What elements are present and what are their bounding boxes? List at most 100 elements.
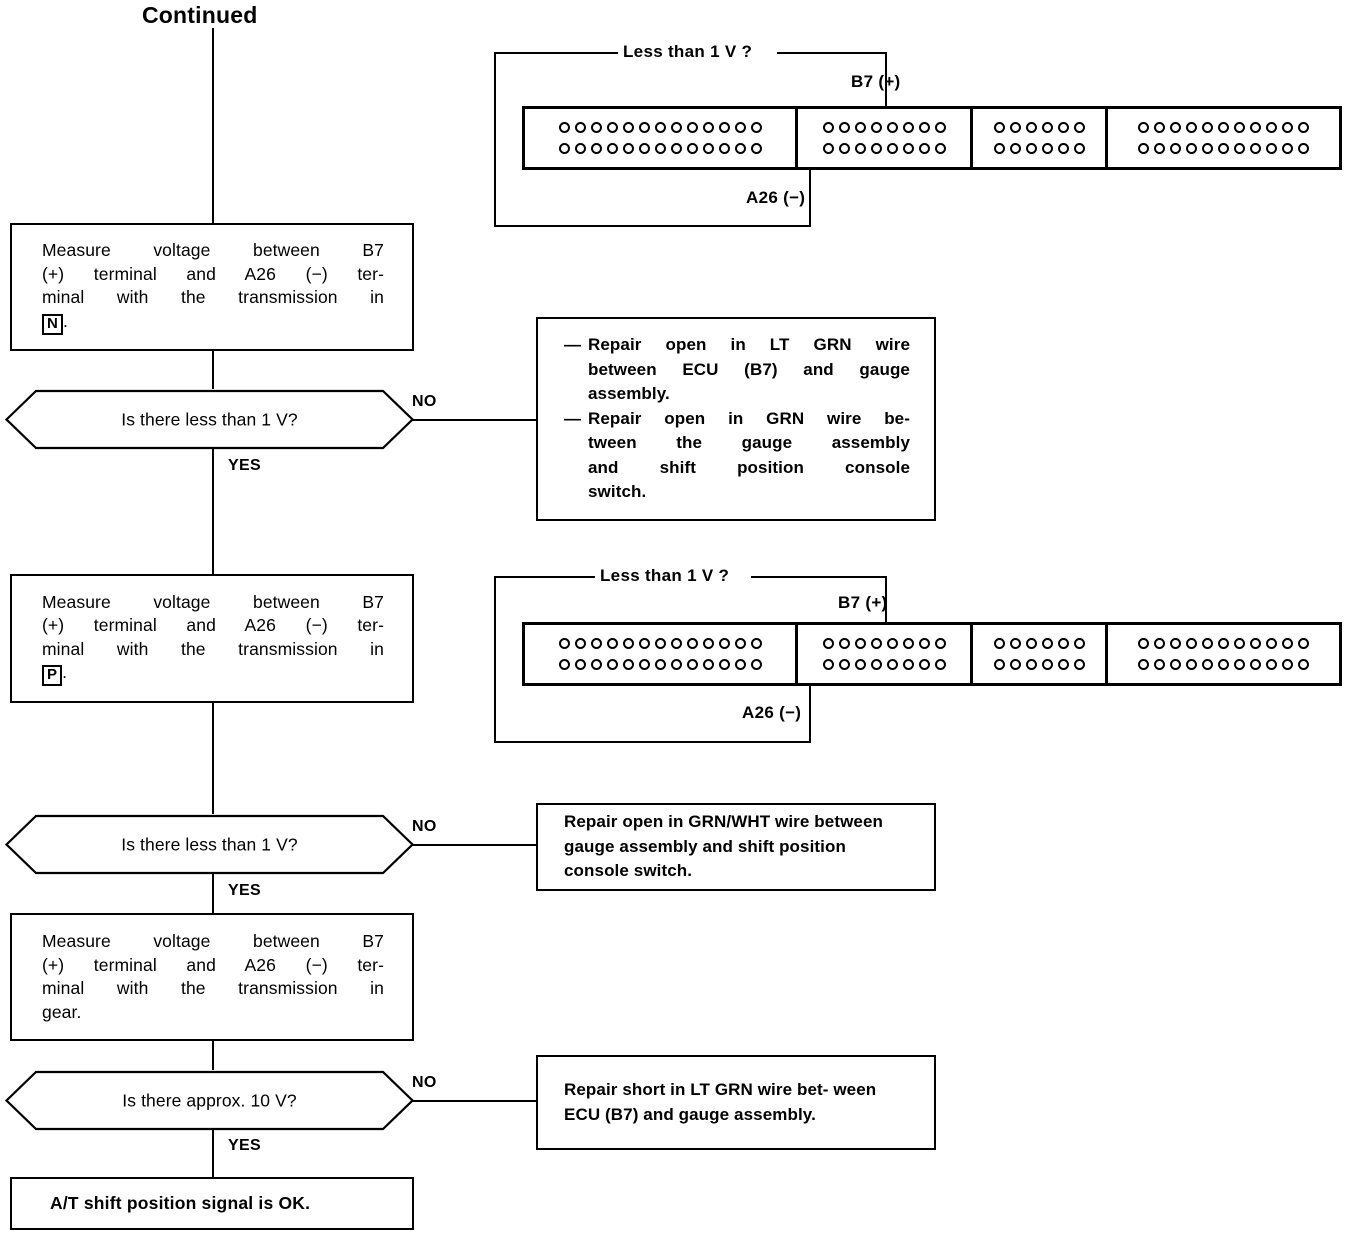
connector-segment-3 bbox=[973, 625, 1109, 683]
pin-row-bottom bbox=[980, 654, 1098, 675]
pin bbox=[670, 143, 682, 154]
pin bbox=[558, 638, 570, 649]
pin bbox=[1025, 122, 1037, 133]
pin bbox=[822, 122, 834, 133]
repair1-item2-dash: — bbox=[564, 408, 582, 428]
pin-row-bottom bbox=[805, 654, 963, 675]
repair1-item1-line1: Repair open in LT GRN wire bbox=[588, 335, 910, 355]
pin bbox=[1041, 659, 1053, 670]
result-box-ok: A/T shift position signal is OK. bbox=[10, 1177, 414, 1230]
pin bbox=[654, 659, 666, 670]
measure-gear-line2: (+) terminal and A26 (−) ter- bbox=[42, 954, 384, 975]
pin bbox=[1057, 143, 1069, 154]
pin bbox=[934, 143, 946, 154]
pin bbox=[1041, 638, 1053, 649]
pin bbox=[702, 638, 714, 649]
connector-line-d3-no bbox=[412, 1100, 538, 1102]
decision3-no-label: NO bbox=[412, 1074, 437, 1091]
connector1-block bbox=[522, 106, 1342, 170]
connector-segment-4 bbox=[1108, 109, 1339, 167]
repair-box-3: Repair short in LT GRN wire bet- ween EC… bbox=[536, 1055, 936, 1150]
pin bbox=[1138, 143, 1150, 154]
decision2-no-label: NO bbox=[412, 818, 437, 835]
pin bbox=[638, 659, 650, 670]
pin bbox=[902, 143, 914, 154]
pin bbox=[993, 122, 1005, 133]
connector-line-trunk-top bbox=[212, 28, 214, 223]
repair1-item1-line3: assembly. bbox=[588, 384, 670, 404]
repair3-line1: Repair short in LT GRN wire bet- bbox=[564, 1080, 829, 1099]
connector-line-d3-yes bbox=[212, 1130, 214, 1178]
connector1-plus-label: B7 (+) bbox=[851, 72, 901, 91]
repair1-item2-body: Repair open in GRN wire be- tween the ga… bbox=[588, 407, 910, 505]
bracket2-top-right-horizontal bbox=[751, 576, 887, 578]
pin bbox=[734, 638, 746, 649]
pin bbox=[638, 638, 650, 649]
pin bbox=[1073, 143, 1085, 154]
bracket1-plus-drop bbox=[885, 52, 887, 110]
repair-box-2-text: Repair open in GRN/WHT wire between gaug… bbox=[538, 810, 934, 884]
pin-row-bottom bbox=[1115, 654, 1332, 675]
pin bbox=[1202, 143, 1214, 154]
pin bbox=[1298, 143, 1310, 154]
pin bbox=[1009, 122, 1021, 133]
pin bbox=[993, 638, 1005, 649]
pin-row-bottom bbox=[532, 138, 788, 159]
pin bbox=[734, 659, 746, 670]
pin bbox=[670, 659, 682, 670]
repair1-item2-line3: and shift position console bbox=[588, 457, 910, 477]
measure-n-line4: N. bbox=[42, 310, 384, 335]
pin-row-top bbox=[805, 633, 963, 654]
measure-p-line4: P. bbox=[42, 661, 384, 687]
pin bbox=[1298, 122, 1310, 133]
pin bbox=[622, 143, 634, 154]
pin bbox=[1025, 638, 1037, 649]
pin bbox=[1218, 122, 1230, 133]
pin bbox=[918, 143, 930, 154]
process-box-measure-p: Measure voltage between B7 (+) terminal … bbox=[10, 574, 414, 703]
pin bbox=[1041, 143, 1053, 154]
pin bbox=[1009, 659, 1021, 670]
pin-a26-minus bbox=[750, 659, 762, 670]
pin bbox=[902, 638, 914, 649]
pin bbox=[1266, 143, 1278, 154]
decision1-question: Is there less than 1 V? bbox=[121, 409, 298, 429]
pin bbox=[1218, 659, 1230, 670]
repair1-item2-line1: Repair open in GRN wire be- bbox=[588, 408, 910, 428]
pin bbox=[1186, 638, 1198, 649]
connector1-minus-label: A26 (−) bbox=[746, 188, 806, 207]
pin bbox=[574, 659, 586, 670]
pin bbox=[686, 143, 698, 154]
repair2-line1: Repair open in GRN/WHT wire bbox=[564, 812, 810, 832]
connector-line-box1-to-d1 bbox=[212, 351, 214, 390]
connector-segment-3 bbox=[973, 109, 1109, 167]
pin bbox=[1250, 659, 1262, 670]
pin bbox=[1138, 122, 1150, 133]
pin bbox=[686, 638, 698, 649]
pin bbox=[574, 638, 586, 649]
pin bbox=[1154, 659, 1166, 670]
process-box-measure-gear-text: Measure voltage between B7 (+) terminal … bbox=[12, 930, 412, 1024]
measure-n-line2: (+) terminal and A26 (−) ter- bbox=[42, 263, 384, 284]
repair1-item2-line4: switch. bbox=[588, 482, 647, 502]
pin bbox=[654, 638, 666, 649]
pin bbox=[1009, 143, 1021, 154]
pin bbox=[622, 122, 634, 133]
repair3-line3: assembly. bbox=[734, 1104, 816, 1124]
bracket1-top-left-horizontal bbox=[494, 52, 629, 54]
pin bbox=[1154, 143, 1166, 154]
pin bbox=[1202, 122, 1214, 133]
repair1-item1-body: Repair open in LT GRN wire between ECU (… bbox=[588, 333, 910, 407]
pin-b7-plus bbox=[870, 638, 882, 649]
bracket1-top-right-horizontal bbox=[777, 52, 887, 54]
pin bbox=[1298, 659, 1310, 670]
pin bbox=[870, 659, 882, 670]
pin bbox=[686, 659, 698, 670]
pin bbox=[1234, 638, 1246, 649]
pin-row-top bbox=[1115, 633, 1332, 654]
bracket2-top-left-horizontal bbox=[494, 576, 599, 578]
pin-row-top bbox=[532, 633, 788, 654]
pin bbox=[822, 659, 834, 670]
pin bbox=[1234, 143, 1246, 154]
connector-line-d2-no bbox=[412, 844, 538, 846]
